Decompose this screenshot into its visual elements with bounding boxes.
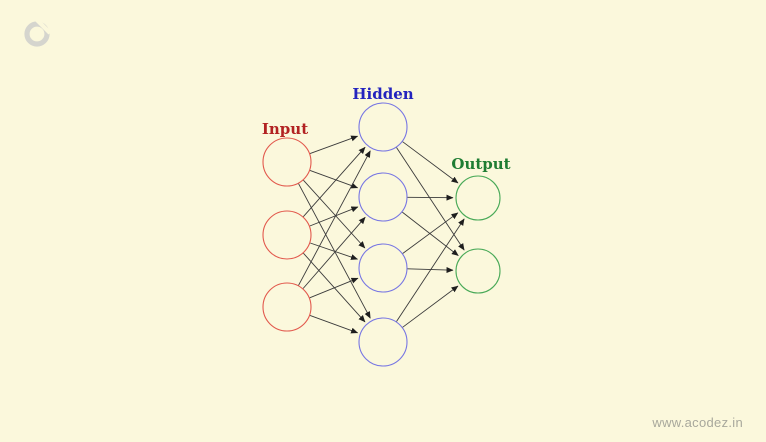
input-node-2 xyxy=(262,210,312,260)
edge-h3-o1 xyxy=(402,212,459,254)
edges-group xyxy=(298,135,465,334)
watermark-text: www.acodez.in xyxy=(652,415,743,430)
edge-h1-o1 xyxy=(402,141,459,184)
output-node-1 xyxy=(455,175,501,221)
edge-h4-o2 xyxy=(402,285,459,328)
edge-i2-h3 xyxy=(310,242,358,260)
hidden-node-2 xyxy=(358,172,408,222)
hidden-node-4 xyxy=(358,317,408,367)
edge-h4-o1 xyxy=(396,218,465,322)
edge-i1-h3 xyxy=(303,179,366,249)
output-node-2 xyxy=(455,248,501,294)
edge-h2-o2 xyxy=(402,211,459,256)
acodez-logo-icon xyxy=(24,17,52,47)
edge-i3-h2 xyxy=(302,216,366,289)
edge-i3-h1 xyxy=(298,150,371,286)
input-node-1 xyxy=(262,137,312,187)
edge-i1-h2 xyxy=(309,169,359,189)
input-node-3 xyxy=(262,282,312,332)
edge-i3-h3 xyxy=(309,277,359,299)
hidden-layer-label: Hidden xyxy=(352,85,413,103)
input-layer-label: Input xyxy=(262,120,308,138)
edge-h3-o2 xyxy=(407,267,454,273)
nodes-group xyxy=(262,102,501,367)
hidden-node-3 xyxy=(358,243,408,293)
edge-i3-h4 xyxy=(309,314,359,334)
edge-i2-h2 xyxy=(309,206,359,227)
hidden-node-1 xyxy=(358,102,408,152)
edge-i2-h1 xyxy=(302,146,366,217)
output-layer-label: Output xyxy=(451,155,510,173)
edge-i1-h1 xyxy=(309,135,359,155)
edge-h1-o2 xyxy=(396,147,465,251)
